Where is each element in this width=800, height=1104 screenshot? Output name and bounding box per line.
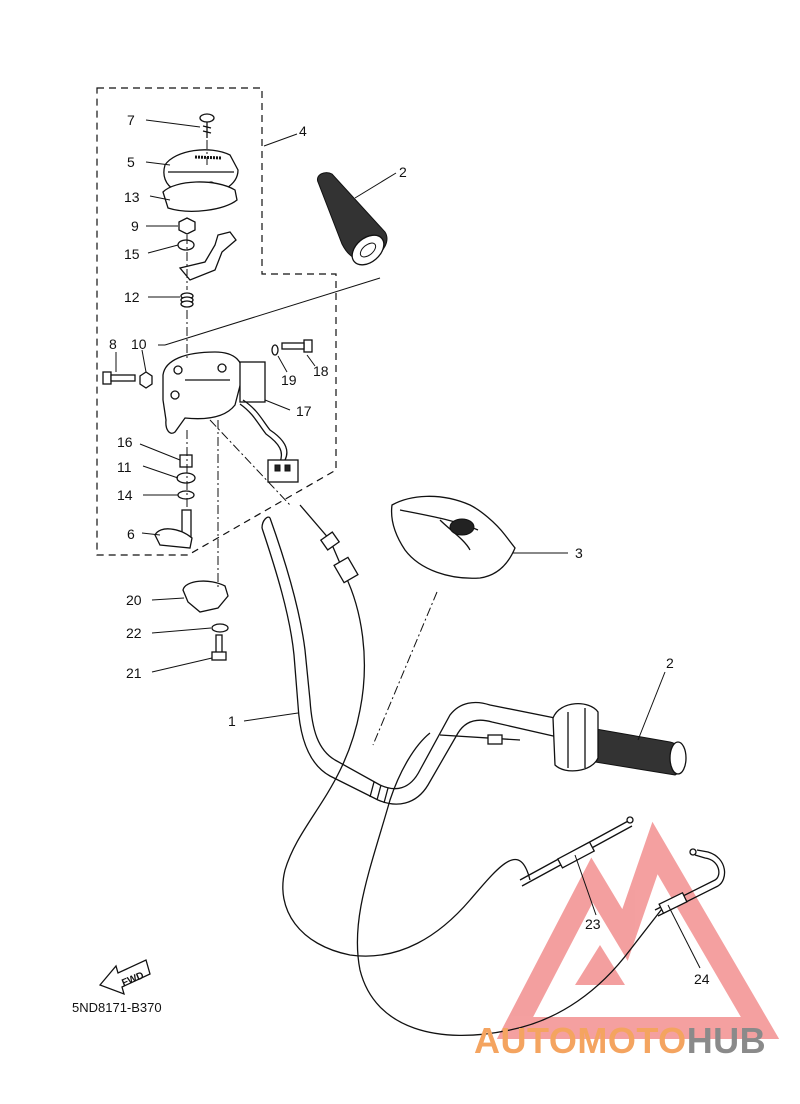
switch-wire (239, 399, 299, 483)
callout-11: 11 (117, 459, 132, 475)
leader-lines (115, 119, 701, 969)
callout-12: 12 (124, 289, 140, 305)
watermark-moto: MOTO (577, 1020, 686, 1061)
cable-part-23 (519, 816, 634, 887)
callout-18: 18 (313, 363, 329, 379)
callout-22: 22 (126, 625, 142, 641)
callout-numbers: 7 4 5 2 13 9 15 12 8 10 18 19 17 16 11 1… (109, 112, 710, 987)
callout-20: 20 (126, 592, 142, 608)
hand-guard (390, 495, 516, 579)
callout-17: 17 (296, 403, 312, 419)
assembly-boundary-dashed (96, 87, 337, 556)
callout-23: 23 (585, 916, 601, 932)
callout-5: 5 (127, 154, 135, 170)
callout-21: 21 (126, 665, 142, 681)
gasket (162, 181, 238, 212)
watermark-logo-triangles (496, 821, 780, 1039)
bolt-21 (211, 634, 227, 661)
fwd-arrow: FWD (98, 959, 151, 996)
watermark-hub: HUB (687, 1020, 767, 1061)
washer-22 (211, 623, 229, 633)
callout-7: 7 (127, 112, 135, 128)
callout-13: 13 (124, 189, 140, 205)
watermark-auto: AUTO (474, 1020, 577, 1061)
callout-9: 9 (131, 218, 139, 234)
grip-right (552, 703, 687, 776)
washer-11 (176, 472, 196, 484)
callout-2-lower: 2 (666, 655, 674, 671)
callout-3: 3 (575, 545, 583, 561)
callout-19: 19 (281, 372, 297, 388)
callout-4: 4 (299, 123, 307, 139)
washer-19 (271, 344, 279, 356)
callout-6: 6 (127, 526, 135, 542)
callout-14: 14 (117, 487, 133, 503)
collar-16 (179, 454, 193, 468)
callout-24: 24 (694, 971, 710, 987)
lever-6 (154, 509, 193, 549)
washer-14 (177, 490, 195, 500)
switch-body (162, 351, 266, 434)
grip-left (316, 172, 388, 266)
callout-1: 1 (228, 713, 236, 729)
watermark-text: AUTOMOTOHUB (474, 1020, 766, 1061)
nut-10 (139, 371, 153, 389)
throttle-cable (282, 504, 666, 1036)
holder-20 (182, 580, 229, 613)
callout-2-upper: 2 (399, 164, 407, 180)
spring-12 (180, 292, 194, 308)
cable-part-24 (654, 848, 726, 917)
center-lines (186, 140, 438, 746)
washer-15 (177, 239, 195, 251)
callout-8: 8 (109, 336, 117, 352)
bracket-15 (178, 231, 237, 281)
callout-15: 15 (124, 246, 140, 262)
callout-16: 16 (117, 434, 133, 450)
bolt-8 (102, 371, 136, 385)
diagram-code: 5ND8171-B370 (72, 1000, 162, 1015)
handlebar (261, 516, 566, 805)
svg-text:AUTOMOTOHUB: AUTOMOTOHUB (474, 1020, 766, 1061)
callout-10: 10 (131, 336, 147, 352)
screw-7 (199, 113, 215, 138)
bolt-18 (281, 339, 313, 353)
nut-9 (178, 217, 196, 235)
